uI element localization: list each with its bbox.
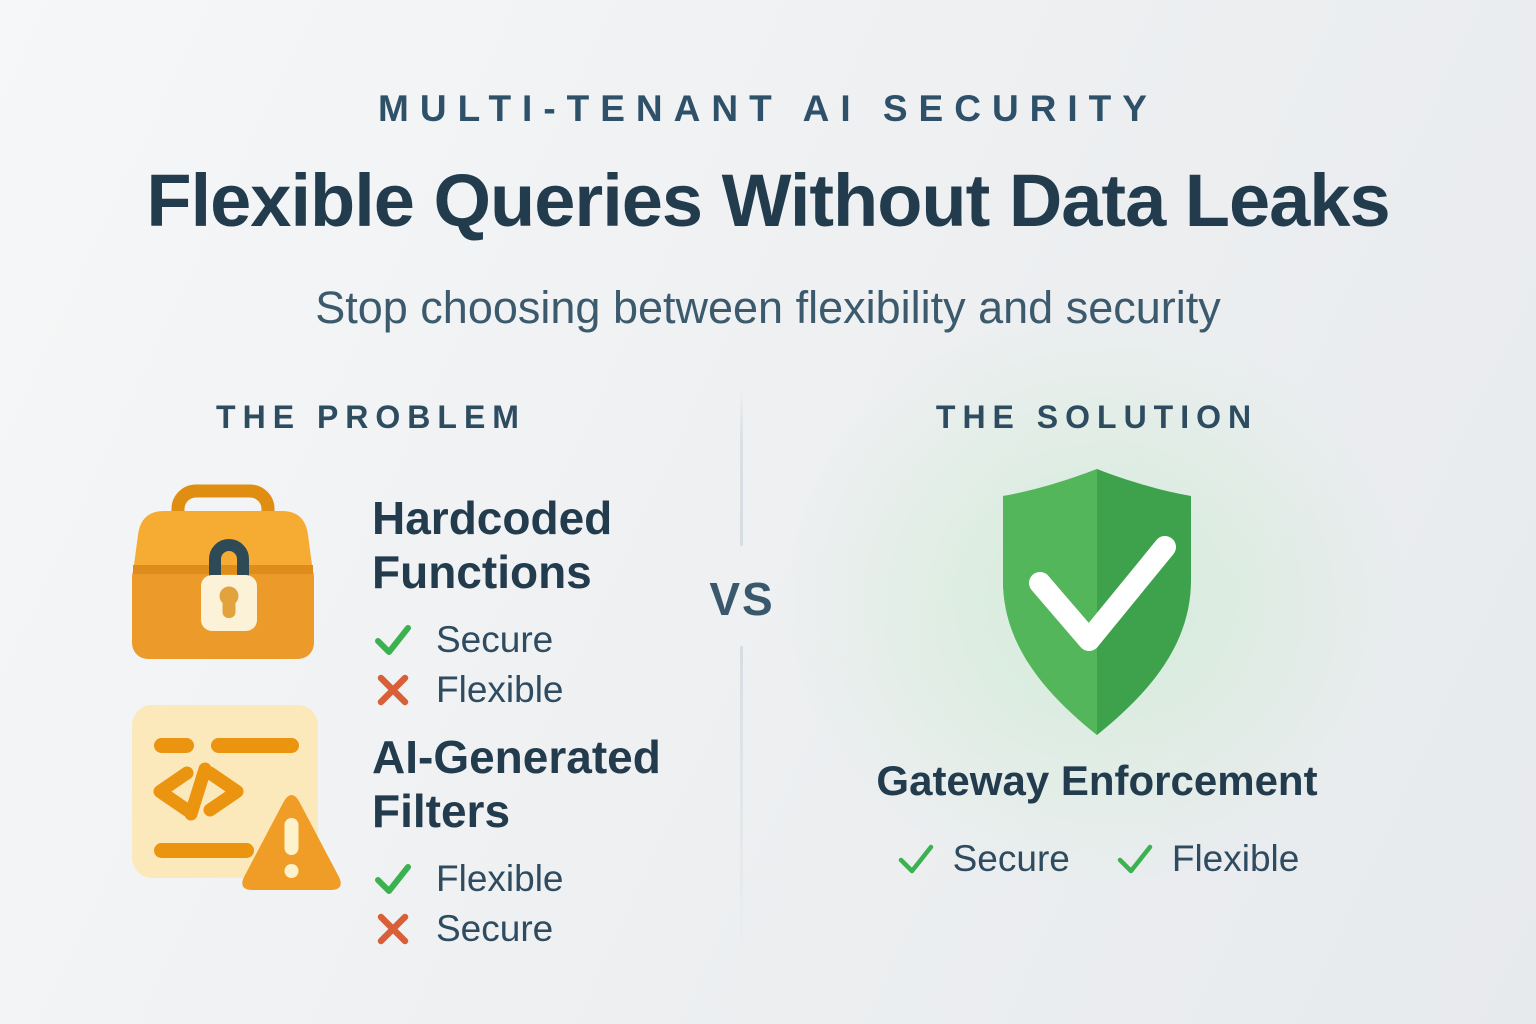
check-icon: [1117, 844, 1153, 874]
eyebrow-label: MULTI-TENANT AI SECURITY: [378, 88, 1158, 129]
attribute-label: Secure: [436, 908, 554, 949]
check-icon: [898, 844, 933, 874]
shield-check-icon: [742, 455, 1452, 740]
attribute-row: Secure: [372, 904, 717, 954]
problem-item-hardcoded-functions: Hardcoded Functions Secure Flexible: [122, 473, 717, 715]
attribute-label: Flexible: [436, 669, 564, 710]
problem-item-text: AI-Generated Filters Flexible Secure: [345, 700, 717, 954]
versus-label: VS: [709, 573, 775, 625]
column-divider-top: [740, 388, 743, 546]
attribute-row: Secure: [372, 615, 717, 665]
attribute-label: Flexible: [1171, 838, 1300, 879]
page-subtitle: Stop choosing between flexibility and se…: [315, 282, 1221, 333]
attribute-list: Flexible Secure: [372, 854, 717, 954]
attribute-row: Secure: [895, 836, 1070, 882]
attribute-label: Secure: [436, 619, 554, 660]
problem-item-ai-generated-filters: AI-Generated Filters Flexible Secure: [122, 700, 717, 954]
cross-icon: [377, 674, 409, 706]
check-icon: [375, 625, 411, 655]
briefcase-lock-icon: [122, 473, 345, 715]
solution-column-header: THE SOLUTION: [935, 399, 1259, 435]
page-title: Flexible Queries Without Data Leaks: [146, 159, 1390, 242]
solution-title: Gateway Enforcement: [876, 757, 1318, 804]
attribute-label: Secure: [952, 838, 1070, 879]
problem-column-header: THE PROBLEM: [216, 399, 526, 435]
cross-icon: [377, 913, 409, 945]
problem-item-text: Hardcoded Functions Secure Flexible: [345, 473, 717, 715]
attribute-label: Flexible: [436, 858, 564, 899]
problem-item-title: Hardcoded Functions: [372, 492, 613, 598]
attribute-row: Flexible: [372, 665, 717, 715]
code-document-warning-icon: [122, 700, 345, 954]
attribute-row: Flexible: [372, 854, 717, 904]
attribute-list: Secure Flexible: [372, 615, 717, 715]
check-icon: [375, 864, 411, 894]
column-divider-bottom: [740, 646, 743, 960]
problem-item-title: AI-Generated Filters: [372, 731, 661, 837]
solution-attribute-list: Secure Flexible: [742, 836, 1452, 882]
attribute-row: Flexible: [1114, 836, 1300, 882]
